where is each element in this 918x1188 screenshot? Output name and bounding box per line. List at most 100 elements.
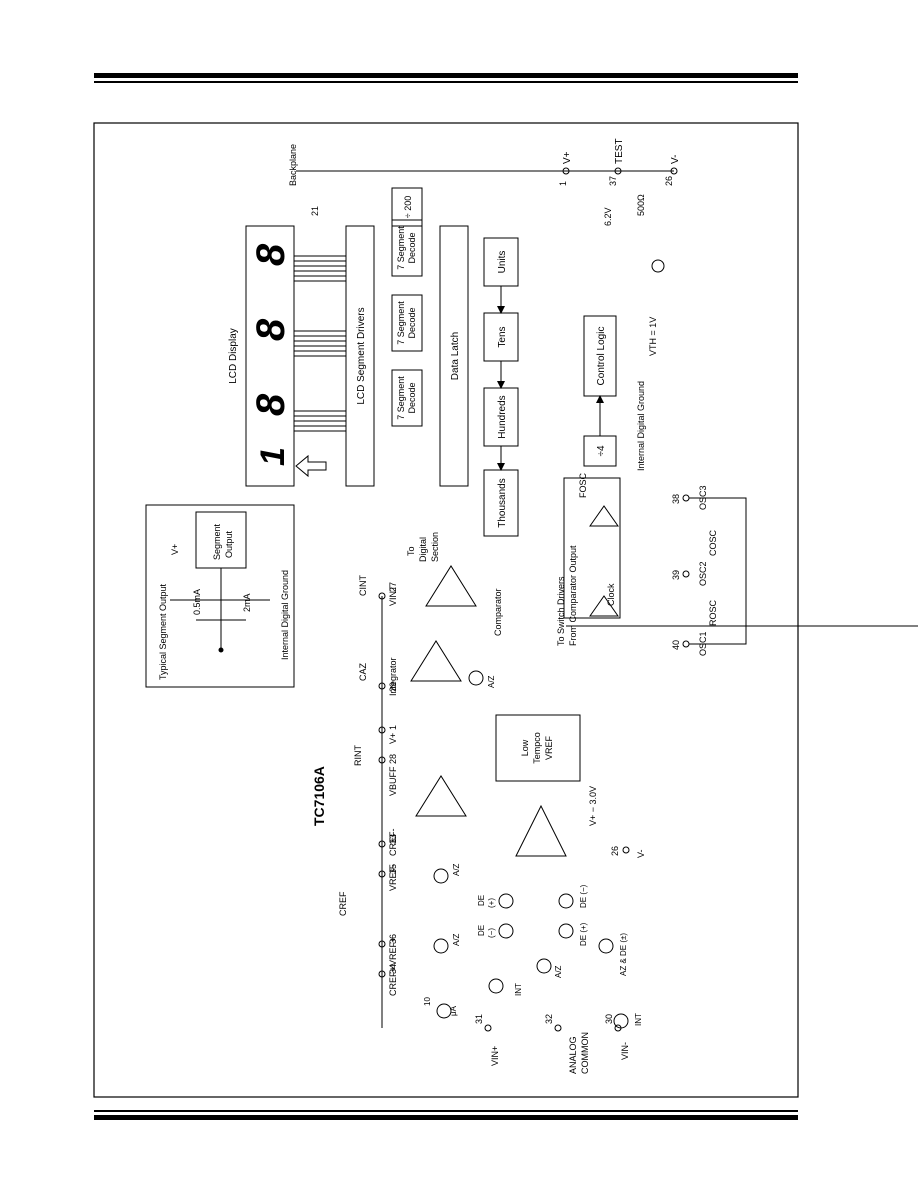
vbuff-label: VBUFF [388,766,398,796]
pin-33 [378,840,386,848]
lcd-display-label: LCD Display [228,328,239,384]
pin1-mid: 1 [388,725,398,730]
pin-29 [378,682,386,690]
clock-inverter-1 [589,595,619,617]
pin-28 [378,756,386,764]
decoder-label: Decode [407,232,417,263]
current-source-icon [651,259,665,273]
rint-label: RINT [353,745,363,766]
vminus-top-label: V- [670,155,681,164]
de-label-2: DE [477,895,486,906]
osc1-pin: 40 [671,640,681,650]
analog-common-1: ANALOG [568,1036,578,1074]
cref-label: CREF [338,891,348,916]
integrator-label: Integrator [388,657,398,696]
segment-arrow [295,454,327,478]
az-switch-icon [468,670,484,686]
switch-drivers-label: To Switch Drivers [556,576,566,646]
ten-ua-2: μA [449,1005,458,1016]
pin-27 [378,592,386,600]
pin-36 [378,940,386,948]
de-plus-switch-icon-2 [558,923,574,939]
de-minus-label: (−) [487,928,496,938]
lcd-digit-2: 8 [249,393,293,416]
counter-hundreds-label: Hundreds [497,395,508,438]
comparator-opamp [425,565,477,607]
de-minus-label-2: DE (−) [579,884,588,908]
internal-ground-label: Internal Digital Ground [636,381,646,471]
int-label-2: INT [634,1013,643,1026]
pin26-bottom: 26 [610,846,620,856]
osc2-pin: 39 [671,570,681,580]
inset-seg-1: Segment [212,523,222,560]
segment-drivers-label: LCD Segment Drivers [356,307,367,404]
low-tempco-1: Low [520,739,530,756]
pin-35 [378,870,386,878]
pin-26-bottom [622,846,630,854]
vref-plus-label: VREF+ [388,937,398,966]
pin-osc2 [682,570,690,578]
az-switch-icon-4 [433,868,449,884]
de-label-1: DE [477,925,486,936]
de-minus-switch-icon [498,923,514,939]
cref-minus-label: CREF- [388,829,398,857]
decoder-hundreds [391,369,423,427]
lcd-bus-lines [294,255,346,432]
res-500-label: 500Ω [636,194,646,216]
pin32: 32 [544,1014,554,1024]
inset-i1: 0.5mA [192,589,202,615]
int-switch-icon [488,978,504,994]
low-tempco-2: Tempco [532,732,542,764]
pin1-top: 1 [558,181,568,186]
vminus-bottom-label: V- [636,849,646,858]
counter-tens-label: Tens [497,326,508,347]
pin27: 27 [388,582,398,592]
reference-opamp [515,804,567,857]
vin-minus-label: VIN- [620,1042,630,1060]
pin30: 30 [604,1014,614,1024]
clock-inverter-2 [589,505,619,527]
zener-label: 6.2V [603,207,613,226]
chip-title: TC7106A [311,766,327,826]
pin-osc1 [682,640,690,648]
divide-200-box [391,187,423,227]
footer-rule-thin [94,1110,798,1112]
vplus-top-label: V+ [562,151,573,164]
caz-label: CAZ [358,662,368,681]
osc3-pin: 38 [671,494,681,504]
pin37: 37 [608,176,618,186]
clock-label: Clock [606,583,616,606]
pin33: 33 [388,834,398,844]
vref-minus-label: VREF- [388,864,398,891]
de-minus-switch-icon-2 [558,893,574,909]
rosc-label: ROSC [708,599,718,626]
decoder-tens [391,294,423,352]
header-rule-thick [94,73,798,78]
backplane-pin: 21 [310,206,320,216]
vint-label: VINT [388,585,398,606]
de-plus-label: (+) [487,898,496,908]
decoder-label: 7 Segment [396,226,406,270]
decoder-label: Decode [407,382,417,413]
pin-osc3 [682,494,690,502]
pin26-top: 26 [664,176,674,186]
pin29: 29 [388,682,398,692]
decoder-label: Decode [407,307,417,338]
data-latch-box [439,225,469,487]
figure-frame [93,122,799,1098]
osc2-label: OSC2 [698,561,708,586]
counter-units-label: Units [497,251,508,274]
test-label: TEST [614,138,625,164]
decoder-label: 7 Segment [396,376,406,420]
az-switch-icon-2 [536,958,552,974]
to-digital-1: To [406,546,416,556]
divide-4-label: ÷4 [596,445,607,456]
int-switch-label: INT [514,983,523,996]
inset-ground: Internal Digital Ground [280,570,290,660]
integrator-opamp [410,640,462,682]
cosc-label: COSC [708,529,718,556]
az-label-2: A/Z [554,965,563,978]
az-switch-label: A/Z [487,675,496,688]
az-label-4: A/Z [452,863,461,876]
